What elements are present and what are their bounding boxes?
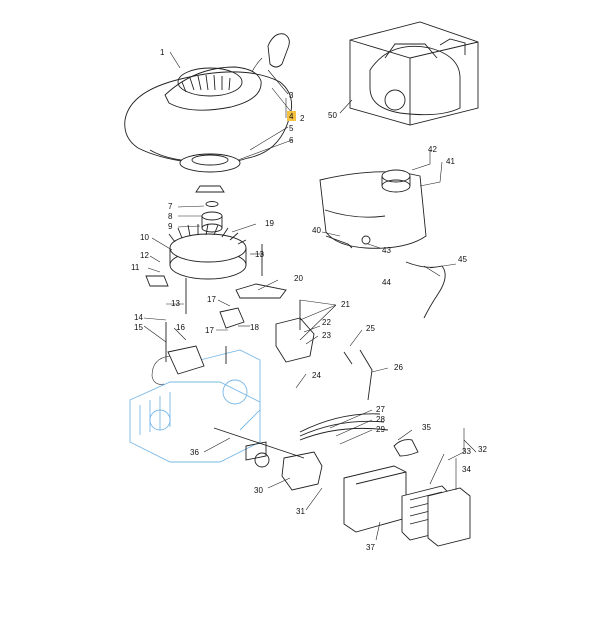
brake-parts bbox=[219, 283, 315, 363]
callout-label[interactable]: 3 bbox=[289, 91, 294, 100]
callout-label[interactable]: 50 bbox=[328, 111, 337, 120]
callout-label[interactable]: 2 bbox=[300, 114, 305, 123]
callout-label[interactable]: 40 bbox=[312, 226, 321, 235]
starter-handle bbox=[251, 33, 290, 73]
callout-label[interactable]: 13 bbox=[255, 250, 264, 259]
callout-label[interactable]: 25 bbox=[366, 324, 375, 333]
ratchet-part bbox=[195, 185, 225, 193]
ignition-coil bbox=[151, 345, 205, 385]
callout-label[interactable]: 13 bbox=[171, 299, 180, 308]
callout-label[interactable]: 7 bbox=[168, 202, 173, 211]
air-filter bbox=[343, 439, 471, 547]
callout-label[interactable]: 9 bbox=[168, 222, 173, 231]
callout-labels: 1 2 3 4 5 6 7 8 9 10 11 12 13 13 14 15 1… bbox=[131, 48, 487, 552]
callout-label[interactable]: 16 bbox=[176, 323, 185, 332]
callout-label[interactable]: 43 bbox=[382, 246, 391, 255]
fuel-line bbox=[405, 261, 446, 319]
fuel-tank bbox=[319, 169, 427, 249]
callout-label[interactable]: 32 bbox=[478, 445, 487, 454]
callout-label[interactable]: 28 bbox=[376, 415, 385, 424]
callout-label[interactable]: 33 bbox=[462, 447, 471, 456]
callout-label[interactable]: 21 bbox=[341, 300, 350, 309]
callout-label[interactable]: 23 bbox=[322, 331, 331, 340]
callout-label[interactable]: 10 bbox=[140, 233, 149, 242]
callout-label[interactable]: 18 bbox=[250, 323, 259, 332]
callout-label[interactable]: 26 bbox=[394, 363, 403, 372]
callout-label[interactable]: 19 bbox=[265, 219, 274, 228]
callout-label[interactable]: 37 bbox=[366, 543, 375, 552]
callout-label[interactable]: 34 bbox=[462, 465, 471, 474]
callout-label[interactable]: 29 bbox=[376, 425, 385, 434]
engine-overview-box bbox=[349, 21, 479, 126]
highlight-box bbox=[287, 111, 296, 121]
callout-label-highlighted[interactable]: 4 bbox=[289, 112, 294, 121]
callout-label[interactable]: 6 bbox=[289, 136, 294, 145]
callout-label[interactable]: 15 bbox=[134, 323, 143, 332]
callout-label[interactable]: 27 bbox=[376, 405, 385, 414]
flywheel bbox=[168, 201, 247, 280]
leader-lines bbox=[143, 51, 477, 541]
callout-label[interactable]: 30 bbox=[254, 486, 263, 495]
callout-label[interactable]: 17 bbox=[207, 295, 216, 304]
callout-label[interactable]: 14 bbox=[134, 313, 143, 322]
callout-label[interactable]: 44 bbox=[382, 278, 391, 287]
callout-label[interactable]: 42 bbox=[428, 145, 437, 154]
callout-label[interactable]: 35 bbox=[422, 423, 431, 432]
callout-label[interactable]: 12 bbox=[140, 251, 149, 260]
callout-label[interactable]: 45 bbox=[458, 255, 467, 264]
callout-label[interactable]: 20 bbox=[294, 274, 303, 283]
callout-label[interactable]: 1 bbox=[160, 48, 165, 57]
callout-label[interactable]: 31 bbox=[296, 507, 305, 516]
callout-label[interactable]: 5 bbox=[289, 124, 294, 133]
callout-label[interactable]: 11 bbox=[131, 263, 140, 272]
callout-label[interactable]: 41 bbox=[446, 157, 455, 166]
callout-label[interactable]: 17 bbox=[205, 326, 214, 335]
engine-block-ghost bbox=[129, 349, 261, 463]
starter-housing bbox=[124, 66, 293, 165]
callout-label[interactable]: 22 bbox=[322, 318, 331, 327]
throttle-cable bbox=[299, 349, 389, 441]
callout-label[interactable]: 36 bbox=[190, 448, 199, 457]
starter-pulley bbox=[179, 153, 241, 173]
callout-label[interactable]: 8 bbox=[168, 212, 173, 221]
carburetor bbox=[213, 427, 323, 491]
callout-label[interactable]: 24 bbox=[312, 371, 321, 380]
